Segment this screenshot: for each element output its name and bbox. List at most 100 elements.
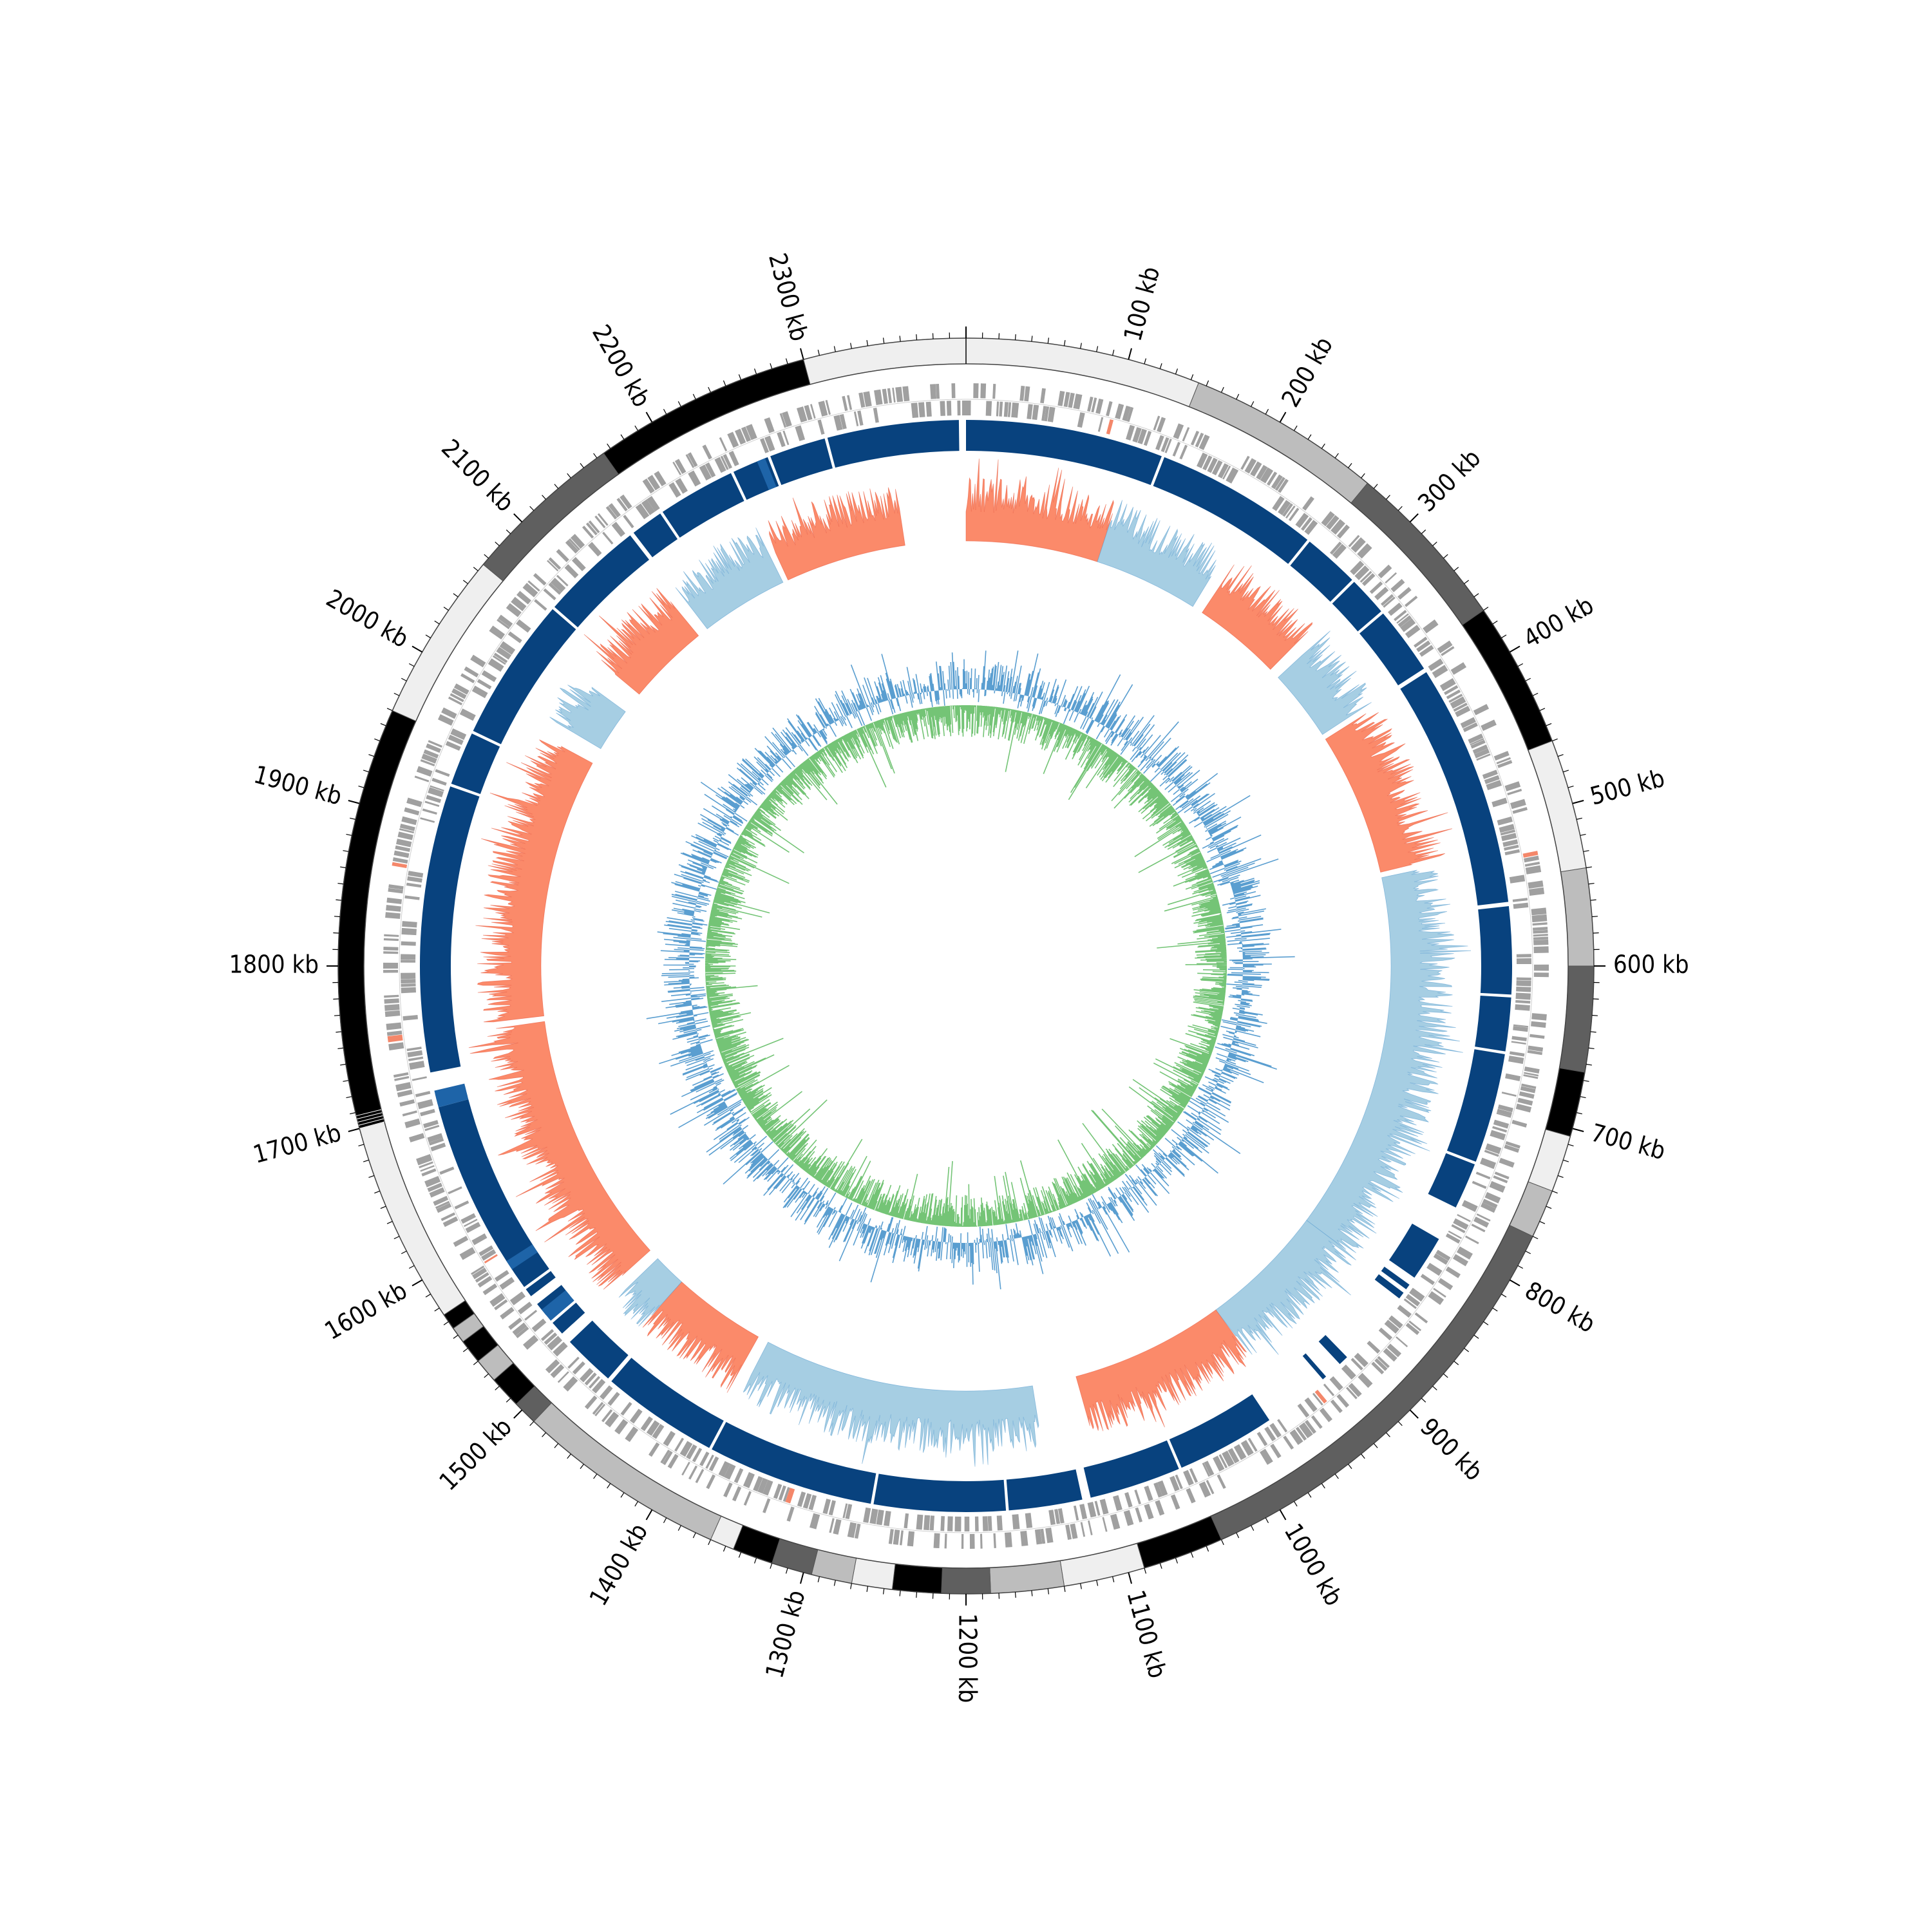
gene (688, 1465, 698, 1480)
gene (1011, 402, 1019, 418)
minor-tick (334, 1014, 341, 1016)
rna-gene (1522, 851, 1539, 858)
gene (705, 462, 716, 478)
gene (1040, 388, 1046, 404)
minor-tick (634, 1501, 639, 1507)
minor-tick (334, 916, 341, 918)
homology-block (553, 1302, 585, 1334)
gene (1423, 619, 1439, 634)
gene (431, 777, 447, 786)
gene (873, 408, 879, 423)
homology-block (1169, 1394, 1270, 1468)
minor-tick (1293, 425, 1298, 431)
gene (893, 1530, 900, 1545)
gene (863, 391, 872, 407)
contig-segment (811, 1549, 857, 1584)
minor-tick (1251, 1525, 1255, 1531)
gene (1233, 1444, 1247, 1461)
gene (1493, 750, 1510, 761)
gene (847, 1522, 857, 1539)
gene (1044, 406, 1050, 422)
gene (1453, 703, 1468, 712)
gene (930, 384, 937, 399)
major-tick (513, 1409, 523, 1419)
major-tick (348, 800, 360, 804)
minor-tick (1552, 1190, 1558, 1194)
gene (572, 1361, 585, 1375)
gene (654, 471, 667, 487)
gene (1511, 1119, 1528, 1128)
gene (1520, 1086, 1536, 1094)
gene (1405, 1294, 1421, 1307)
gene (1278, 478, 1289, 493)
gc-skew-lines (705, 705, 1227, 1227)
gene (1405, 595, 1418, 607)
gene (982, 1516, 989, 1531)
gene (547, 1336, 563, 1351)
gene (734, 428, 746, 445)
minor-tick (358, 1144, 365, 1147)
gene (1155, 435, 1164, 451)
gene (1530, 1034, 1545, 1039)
gene (973, 383, 979, 399)
gene (839, 413, 847, 430)
gene (929, 1515, 935, 1531)
minor-tick (1563, 1159, 1569, 1162)
minor-tick (1557, 753, 1564, 757)
gene (1247, 1437, 1258, 1452)
minor-tick (1144, 358, 1147, 365)
minor-tick (1251, 401, 1255, 407)
homology-block (770, 438, 833, 486)
gene (760, 438, 770, 453)
gene (1170, 1494, 1180, 1510)
minor-tick (343, 1080, 349, 1082)
rna-gene (1314, 1389, 1327, 1404)
gene (404, 895, 420, 900)
minor-tick (1473, 1334, 1479, 1339)
gene (732, 1486, 742, 1502)
minor-tick (663, 1517, 667, 1524)
gene (1144, 1485, 1153, 1501)
gene (1336, 1394, 1350, 1408)
gene (764, 435, 775, 452)
gene (611, 522, 625, 537)
gene (753, 1476, 763, 1492)
contig-segment (941, 1567, 991, 1595)
gene (399, 828, 415, 834)
minor-tick (753, 1557, 757, 1564)
minor-tick (593, 453, 598, 459)
gene (408, 871, 424, 878)
minor-tick (453, 1334, 459, 1339)
gene (600, 1385, 613, 1400)
minor-tick (529, 506, 535, 511)
gene (1485, 1143, 1502, 1155)
gene (996, 401, 999, 417)
gene (1369, 581, 1383, 594)
gene (1509, 875, 1526, 884)
gene (568, 538, 580, 551)
rna-gene (387, 1034, 403, 1043)
minor-tick (346, 833, 352, 836)
tick-label: 500 kb (1587, 764, 1667, 811)
gene (1057, 390, 1065, 406)
gene (1433, 1253, 1448, 1265)
gene (1468, 734, 1484, 744)
gene (1515, 999, 1531, 1004)
gene (421, 753, 437, 764)
gene (1450, 662, 1467, 675)
minor-tick (567, 1454, 571, 1459)
skew-region-negative (965, 459, 1114, 562)
gene (828, 1500, 836, 1516)
gene (1124, 1492, 1133, 1508)
gene (1419, 645, 1434, 657)
gene (1450, 696, 1466, 709)
gene (409, 1061, 425, 1070)
gene (498, 614, 513, 628)
gene (1260, 467, 1274, 484)
gene (594, 1403, 606, 1417)
gene (699, 1452, 710, 1466)
minor-tick (723, 380, 726, 386)
gene (810, 404, 816, 419)
contig-segment (1558, 965, 1595, 1073)
gene (1272, 496, 1285, 511)
